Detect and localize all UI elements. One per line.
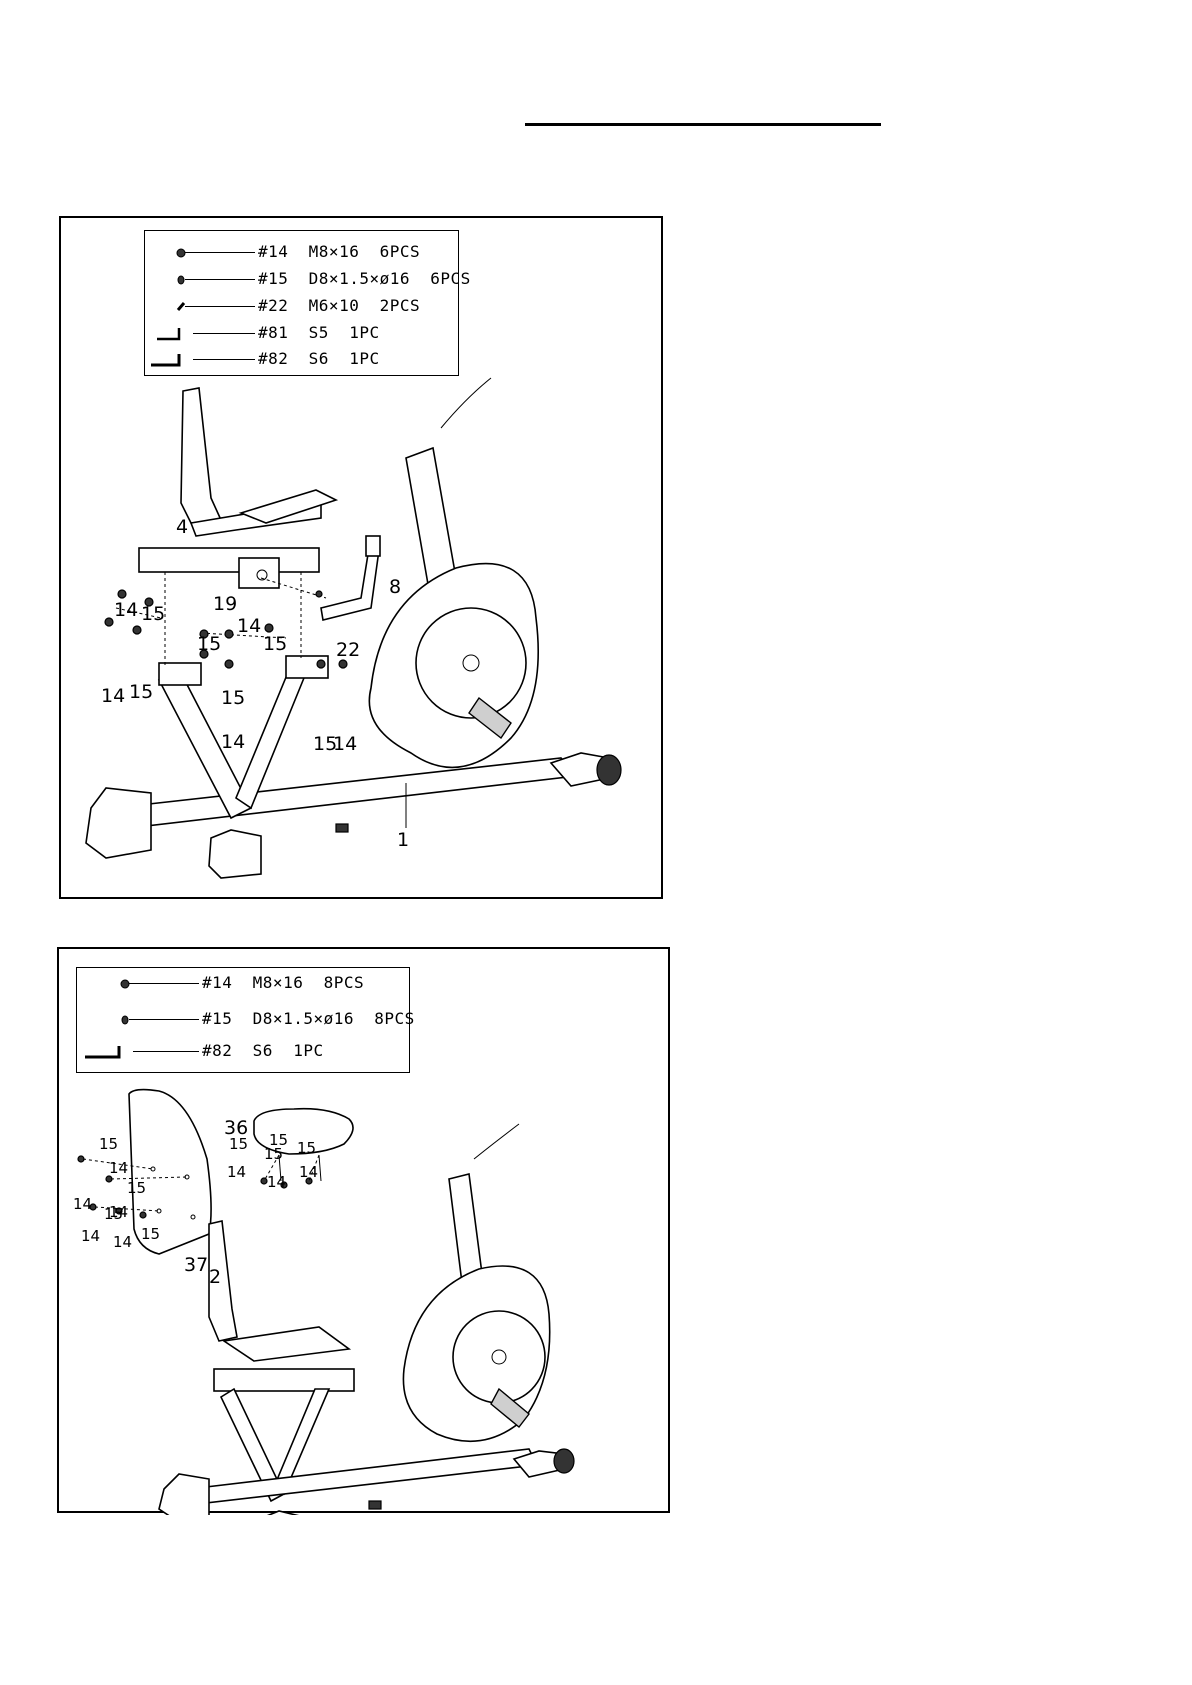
allen-key-icon <box>155 326 185 342</box>
callout-washer-15: 15 <box>197 633 221 655</box>
callout-part-37: 37 <box>184 1254 208 1276</box>
part-22-label: #22 M6×10 2PCS <box>258 295 420 317</box>
hardware-parts-list: #14 M8×16 6PCS #15 D8×1.5×ø16 6PCS #22 M… <box>144 230 459 376</box>
callout-washer-15: 15 <box>129 681 153 703</box>
callout-part-2: 2 <box>209 1266 221 1288</box>
allen-key-icon <box>83 1044 123 1060</box>
callout-washer-15: 15 <box>141 603 165 625</box>
part-81-label: #81 S5 1PC <box>258 322 380 344</box>
parts-list-row: #22 M6×10 2PCS <box>145 295 458 319</box>
washer-icon <box>175 272 211 288</box>
callout-bolt-14: 14 <box>109 1159 128 1177</box>
callout-washer-15: 15 <box>221 687 245 709</box>
parts-list-row: #14 M8×16 6PCS <box>145 241 458 265</box>
callout-washer-15: 15 <box>263 633 287 655</box>
callout-washer-15: 15 <box>127 1179 146 1197</box>
callout-bolt-14: 14 <box>101 685 125 707</box>
backrest-frame-part-2 <box>209 1221 354 1391</box>
callout-washer-15: 15 <box>264 1145 283 1163</box>
callout-bolt-14: 14 <box>237 615 261 637</box>
callout-part-22: 22 <box>336 639 360 661</box>
callout-washer-15: 15 <box>297 1139 316 1157</box>
title-underline <box>525 123 881 126</box>
part-14-label: #14 M8×16 6PCS <box>258 241 420 263</box>
callout-washer-15: 15 <box>229 1135 248 1153</box>
parts-list-row: #14 M8×16 8PCS <box>77 972 409 996</box>
callout-bolt-14: 14 <box>114 599 138 621</box>
callout-bolt-14: 14 <box>227 1163 246 1181</box>
callout-part-19: 19 <box>213 593 237 615</box>
callout-washer-15: 15 <box>141 1225 160 1243</box>
callout-part-1: 1 <box>397 829 409 851</box>
callout-part-8: 8 <box>389 576 401 598</box>
part-15-label: #15 D8×1.5×ø16 8PCS <box>202 1008 415 1030</box>
callout-bolt-14: 14 <box>221 731 245 753</box>
callout-bolt-14: 14 <box>299 1163 318 1181</box>
parts-list-row: #81 S5 1PC <box>145 322 458 346</box>
parts-list-row: #82 S6 1PC <box>145 348 458 372</box>
console-mast-and-flywheel <box>369 378 538 767</box>
washer-icon <box>119 1012 155 1028</box>
parts-list-row: #15 D8×1.5×ø16 6PCS <box>145 268 458 292</box>
bolt-icon <box>119 976 155 992</box>
callout-bolt-14: 14 <box>333 733 357 755</box>
bolt-icon <box>175 245 211 261</box>
callout-part-4: 4 <box>176 516 188 538</box>
part-82-label: #82 S6 1PC <box>202 1040 324 1062</box>
callout-bolt-14: 14 <box>81 1227 100 1245</box>
part-82-label: #82 S6 1PC <box>258 348 380 370</box>
screw-icon <box>175 299 211 315</box>
part-14-label: #14 M8×16 8PCS <box>202 972 364 994</box>
handlebar-part-8 <box>321 536 380 620</box>
parts-list-row: #82 S6 1PC <box>77 1040 409 1064</box>
console-mast-and-flywheel <box>403 1124 549 1441</box>
hardware-parts-list: #14 M8×16 8PCS #15 D8×1.5×ø16 8PCS #82 S… <box>76 967 410 1073</box>
assembly-step-seat-frame-panel: 4 19 8 22 1 14 15 14 15 15 14 15 15 14 1… <box>59 216 663 899</box>
assembly-step-seat-backrest-panel: 36 37 2 15 15 15 15 14 14 14 15 14 14 15… <box>57 947 670 1513</box>
callout-bolt-14: 14 <box>113 1233 132 1251</box>
callout-bolt-14: 14 <box>73 1195 92 1213</box>
part-15-label: #15 D8×1.5×ø16 6PCS <box>258 268 471 290</box>
callout-washer-15: 15 <box>104 1205 123 1223</box>
seat-slider-part-4 <box>139 388 336 588</box>
callout-washer-15: 15 <box>99 1135 118 1153</box>
parts-list-row: #15 D8×1.5×ø16 8PCS <box>77 1008 409 1032</box>
callout-bolt-14: 14 <box>267 1173 286 1191</box>
base-frame <box>86 753 621 878</box>
allen-key-icon <box>149 352 185 368</box>
